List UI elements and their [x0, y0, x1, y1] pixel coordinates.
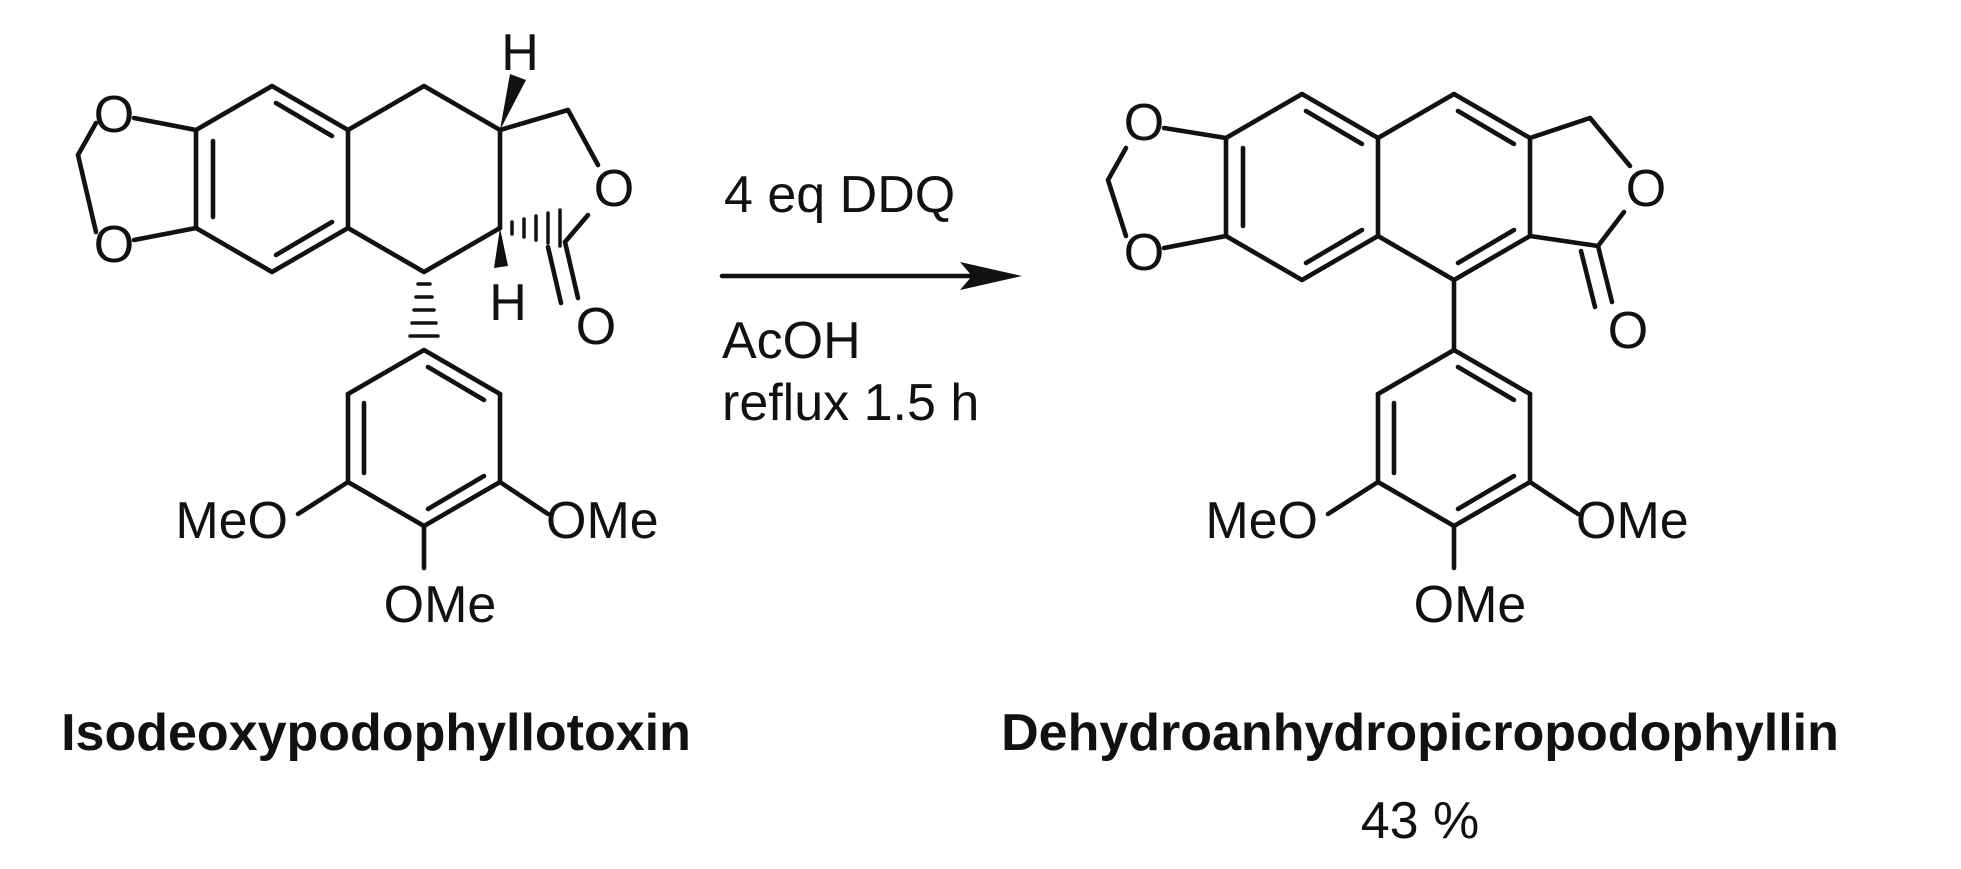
product-structure	[1105, 91, 1633, 571]
p-methoxy-bottom: OMe	[1414, 576, 1527, 634]
sm-o-dioxole-bottom: O	[94, 216, 134, 274]
p-methoxy-left: MeO	[1205, 492, 1318, 550]
sm-o-lactone: O	[594, 160, 634, 218]
sm-methoxy-left: MeO	[175, 492, 288, 550]
sm-h-bottom: H	[489, 274, 527, 332]
sm-o-dioxole-top: O	[94, 86, 134, 144]
product-name: Dehydroanhydropicropodophyllin	[1001, 704, 1839, 762]
p-methoxy-right: OMe	[1576, 492, 1689, 550]
reaction-arrow	[719, 262, 1022, 290]
reagent-label: 4 eq DDQ	[724, 166, 955, 224]
starting-material-atoms: O O O O H H MeO OMe OMe	[94, 24, 659, 634]
sm-methoxy-bottom: OMe	[384, 576, 497, 634]
product-yield: 43 %	[1361, 792, 1480, 850]
sm-h-top: H	[501, 24, 539, 82]
solvent-label: AcOH	[722, 312, 861, 370]
p-o-carbonyl: O	[1608, 302, 1648, 360]
p-o-dioxole-top: O	[1124, 94, 1164, 152]
sm-o-carbonyl: O	[576, 298, 616, 356]
hashed-bond-aryl	[408, 282, 440, 338]
condition-label: reflux 1.5 h	[722, 374, 979, 432]
sm-methoxy-right: OMe	[546, 492, 659, 550]
starting-material-structure	[75, 74, 601, 571]
hashed-bond-bottom	[510, 208, 562, 248]
starting-material-name: Isodeoxypodophyllotoxin	[61, 704, 691, 762]
p-o-dioxole-bottom: O	[1124, 224, 1164, 282]
p-o-lactone: O	[1626, 160, 1666, 218]
product-atoms: O O O O MeO OMe OMe	[1124, 94, 1689, 634]
